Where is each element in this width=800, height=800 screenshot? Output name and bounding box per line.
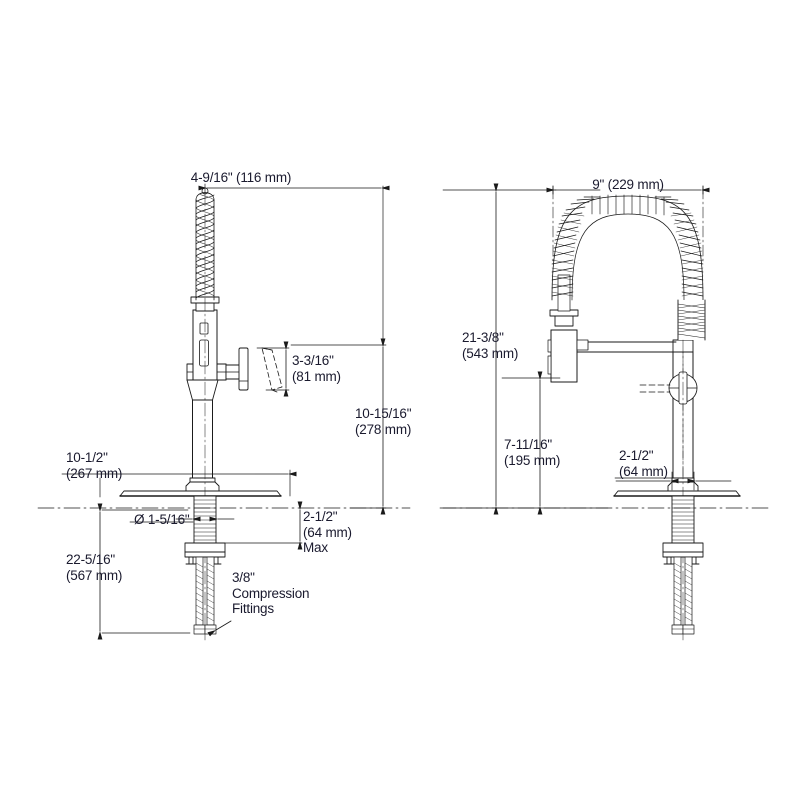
front-mounting-nut: [184, 542, 226, 565]
dim-hole-diameter: Ø 1-5/16": [134, 512, 190, 527]
side-sprayhead: [547, 329, 589, 383]
side-mounting-shank: [671, 495, 695, 544]
label-supply-fittings: 3/8" Compression Fittings: [232, 570, 310, 616]
dim-side-overall: 21-3/8" (543 mm): [462, 330, 519, 361]
side-coil-spring: [551, 194, 704, 301]
front-body-column: [192, 399, 213, 479]
drawing-linework: [37, 183, 773, 641]
dim-spout-height: 10-15/16" (278 mm): [355, 406, 412, 437]
side-hose-collar: [549, 274, 579, 327]
front-body-transition: [186, 379, 219, 401]
front-handle-phantom: [261, 347, 283, 391]
dim-handle-clearance: 3-3/16" (81 mm): [292, 353, 341, 384]
side-view-faucet: [547, 194, 741, 641]
dim-spout-reach: 4-9/16" (116 mm): [190, 170, 292, 185]
side-supply-hoses: [671, 556, 695, 635]
dim-overall-height: 22-5/16" (567 mm): [66, 552, 123, 583]
side-spring-terminal: [677, 299, 706, 341]
dim-left-clearance: 10-1/2" (267 mm): [66, 450, 123, 481]
front-handle-phantom-outline: [261, 347, 278, 393]
dim-deck-thickness: 2-1/2" (64 mm) Max: [303, 509, 352, 555]
front-fitting-leader: [207, 620, 232, 637]
side-swivel-joint: [639, 371, 698, 405]
side-view-dimensions: [439, 183, 773, 515]
front-view-faucet: [119, 192, 283, 641]
front-countertop: [119, 490, 282, 497]
front-view-dimensions: [37, 183, 411, 640]
front-handle-lever: [238, 347, 249, 391]
dim-body-height: 7-11/16" (195 mm): [504, 437, 561, 468]
front-mounting-shank: [193, 495, 217, 544]
dim-side-deck: 2-1/2" (64 mm): [619, 448, 668, 479]
dim-spring-width: 9" (229 mm): [592, 177, 664, 192]
side-countertop: [613, 490, 741, 497]
front-base-flange: [185, 477, 220, 492]
